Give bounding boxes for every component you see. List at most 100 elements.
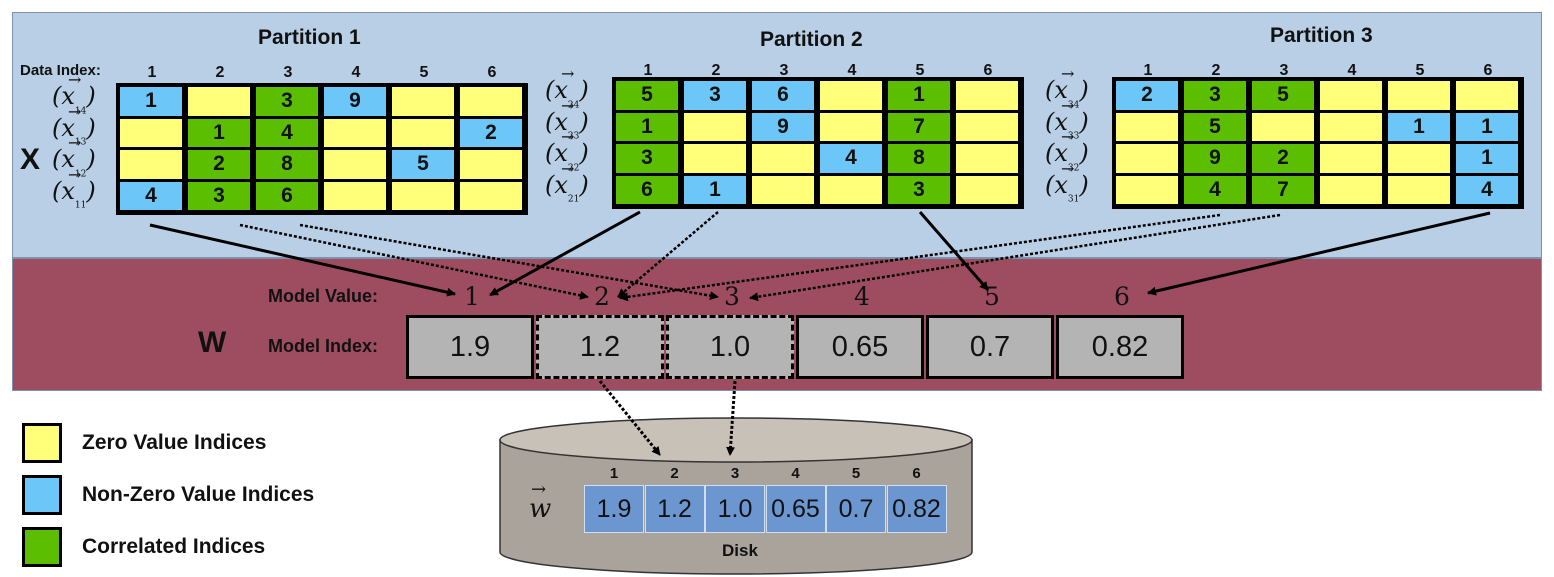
vector-arrow-icon: → [1061,95,1075,115]
matrix-cell: 8 [254,148,320,181]
matrix-cell [1318,173,1384,206]
w-model-label: W [198,326,227,359]
disk-cell: 0.82 [886,485,947,533]
data-index-header: 4 [1347,62,1357,79]
matrix-cell: 3 [186,179,252,212]
data-index-header: 2 [1211,62,1221,79]
data-index-header: 6 [487,64,497,81]
model-value-index: 4 [854,282,870,311]
model-cell: 1.0 [666,315,794,379]
matrix-cell [458,179,524,212]
matrix-cell [818,110,884,143]
model-value-index: 3 [724,282,740,311]
matrix-cell [322,148,388,181]
matrix-cell: 9 [750,110,816,143]
legend-swatch [22,423,62,463]
disk-index-header: 6 [912,465,921,482]
legend-label: Correlated Indices [82,535,266,558]
disk-index-header: 1 [609,465,619,482]
row-vector-label: (x22)→ [545,127,589,174]
model-value-index: 2 [594,282,610,311]
x-matrix-label: X [20,143,41,176]
legend-swatch [22,475,62,515]
arrow-model-to-disk-2 [598,380,662,456]
model-value-label: Model Value: [268,286,379,306]
data-index-header: 4 [351,64,361,81]
matrix-cell [954,142,1020,175]
data-index-header: 6 [983,62,993,79]
matrix-cell: 6 [254,179,320,212]
legend-label: Non-Zero Value Indices [82,483,315,506]
vector-arrow-icon: → [531,479,547,500]
matrix-cell: 4 [1182,173,1248,206]
arrow-p1-to-3 [299,223,719,301]
data-index-header: 2 [711,62,721,79]
matrix-cell: 1 [682,173,748,206]
matrix-cell: 6 [614,173,680,206]
partition-title: Partition 2 [760,28,863,51]
matrix-cell: 5 [390,148,456,181]
matrix-cell [1318,79,1384,112]
matrix-cell [954,79,1020,112]
data-index-label: Data Index: [20,62,101,79]
matrix-cell [954,173,1020,206]
matrix-cell [1318,142,1384,175]
row-vector-label: (x24)→ [545,64,589,111]
matrix-cell: 1 [118,85,184,118]
data-index-header: 1 [1143,62,1153,79]
disk-index-header: 2 [670,465,679,482]
row-vector-label: (x11)→ [52,164,96,211]
matrix-cell [1386,142,1452,175]
matrix-cell [682,110,748,143]
matrix-cell [390,179,456,212]
vector-arrow-icon: → [1061,127,1075,146]
row-vector-label: (x23)→ [545,95,589,142]
disk-cell: 1.9 [584,485,644,533]
data-index-header: 3 [1279,62,1289,79]
arrow-p3-to-6 [1147,211,1491,296]
disk-index-header: 3 [730,465,740,482]
matrix-cell: 4 [118,179,184,212]
matrix-cell [750,173,816,206]
matrix-cell: 3 [886,173,952,206]
matrix-cell: 5 [614,79,680,112]
disk-index-header: 5 [851,465,861,482]
vector-arrow-icon: → [68,133,82,152]
matrix-cell [818,173,884,206]
matrix-cell: 4 [254,116,320,149]
matrix-cell: 3 [254,85,320,118]
vector-arrow-icon: → [561,127,575,146]
matrix-cell: 3 [614,142,680,175]
disk-index-header: 4 [791,465,800,482]
vector-arrow-icon: → [68,101,82,121]
model-index-label: Model Index: [268,336,379,356]
disk-cell: 1.0 [705,485,765,533]
vector-arrow-icon: → [561,95,575,115]
model-cell: 0.65 [796,315,924,379]
matrix-cell [750,142,816,175]
arrow-model-to-disk-3 [726,380,737,456]
matrix-cell [1114,110,1180,143]
matrix-cell [1114,173,1180,206]
arrow-p1-to-1 [149,223,456,297]
arrow-p1-to-2 [239,223,589,300]
row-vector-label: (x21)→ [545,158,589,205]
matrix-cell: 7 [1250,173,1316,206]
data-index-header: 5 [1415,62,1425,79]
matrix-cell [322,179,388,212]
model-cell: 0.7 [926,315,1054,379]
vector-arrow-icon: → [68,164,82,184]
row-vector-label: (x31)→ [1045,158,1089,205]
partition-title: Partition 1 [258,26,361,49]
data-index-header: 1 [147,64,157,81]
data-index-header: 5 [419,64,429,81]
row-vector-label: (x33)→ [1045,95,1089,142]
data-index-header: 3 [779,62,789,79]
disk-cell: 0.7 [826,485,886,533]
disk-cell: 1.2 [644,485,705,533]
legend-label: Zero Value Indices [82,431,267,454]
disk-cell: 0.65 [765,485,826,533]
partition-title: Partition 3 [1270,24,1373,47]
data-index-header: 5 [915,62,925,79]
